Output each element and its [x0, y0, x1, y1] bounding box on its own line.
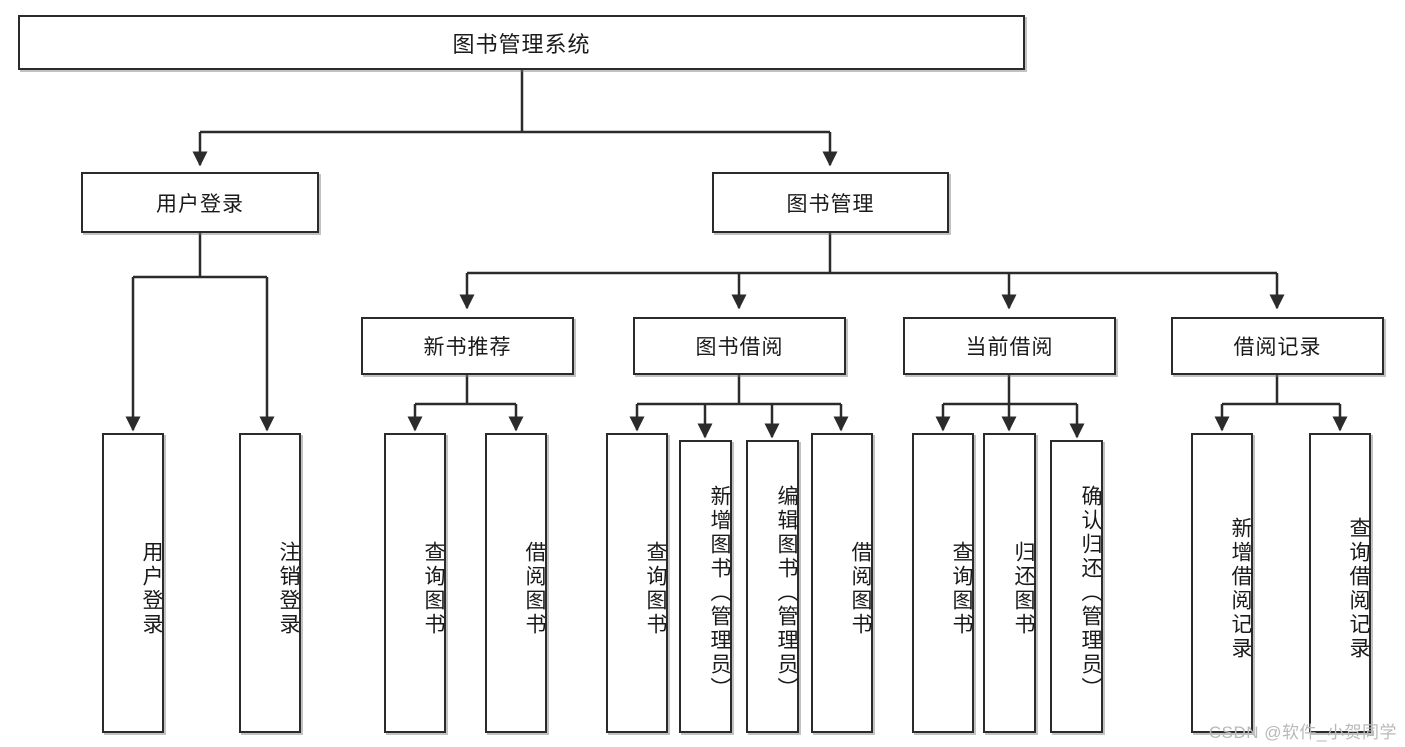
node-label: 新增借阅记录 — [1229, 517, 1252, 661]
node-label: 借阅记录 — [1233, 336, 1322, 359]
node-label: 新增图书（管理员） — [708, 484, 731, 701]
leaf-query-book-current[interactable]: 查询图书 — [912, 433, 974, 733]
leaf-borrow-book[interactable]: 借阅图书 — [811, 433, 873, 733]
node-label: 图书借阅 — [695, 336, 784, 359]
leaf-logout-login[interactable]: 注销登录 — [239, 433, 301, 733]
node-book-management[interactable]: 图书管理 — [712, 172, 949, 233]
leaf-user-login[interactable]: 用户登录 — [102, 433, 164, 733]
node-label: 借阅图书 — [849, 541, 872, 637]
node-label: 注销登录 — [277, 541, 300, 637]
watermark-text: CSDN @软件_小贺同学 — [1208, 723, 1397, 742]
leaf-return-book[interactable]: 归还图书 — [983, 433, 1036, 733]
node-user-login[interactable]: 用户登录 — [81, 172, 319, 233]
node-label: 新书推荐 — [423, 336, 512, 359]
leaf-add-borrow-record[interactable]: 新增借阅记录 — [1191, 433, 1253, 733]
node-label: 用户登录 — [140, 541, 163, 637]
node-borrowing-record[interactable]: 借阅记录 — [1171, 317, 1384, 375]
node-label: 用户登录 — [156, 192, 244, 216]
node-label: 借阅图书 — [523, 541, 546, 637]
node-label: 当前借阅 — [965, 336, 1054, 359]
node-root-book-management-system[interactable]: 图书管理系统 — [18, 15, 1025, 70]
node-book-borrowing[interactable]: 图书借阅 — [633, 317, 846, 375]
leaf-query-borrow-record[interactable]: 查询借阅记录 — [1309, 433, 1371, 733]
node-label: 图书管理系统 — [452, 31, 591, 57]
node-label: 查询图书 — [422, 541, 445, 637]
leaf-query-book-new-rec[interactable]: 查询图书 — [384, 433, 446, 733]
node-label: 确认归还（管理员） — [1079, 484, 1102, 701]
node-label: 归还图书 — [1012, 541, 1035, 637]
node-label: 查询图书 — [644, 541, 667, 637]
node-label: 图书管理 — [786, 192, 875, 216]
leaf-edit-book-admin[interactable]: 编辑图书（管理员） — [746, 440, 799, 733]
leaf-borrow-book-new-rec[interactable]: 借阅图书 — [485, 433, 547, 733]
leaf-query-book-borrow[interactable]: 查询图书 — [606, 433, 668, 733]
node-label: 查询借阅记录 — [1347, 517, 1370, 661]
node-current-borrowing[interactable]: 当前借阅 — [903, 317, 1116, 375]
node-label: 查询图书 — [950, 541, 973, 637]
node-label: 编辑图书（管理员） — [775, 484, 798, 701]
leaf-confirm-return-admin[interactable]: 确认归还（管理员） — [1050, 440, 1103, 733]
leaf-add-book-admin[interactable]: 新增图书（管理员） — [679, 440, 732, 733]
node-new-book-recommendation[interactable]: 新书推荐 — [361, 317, 574, 375]
